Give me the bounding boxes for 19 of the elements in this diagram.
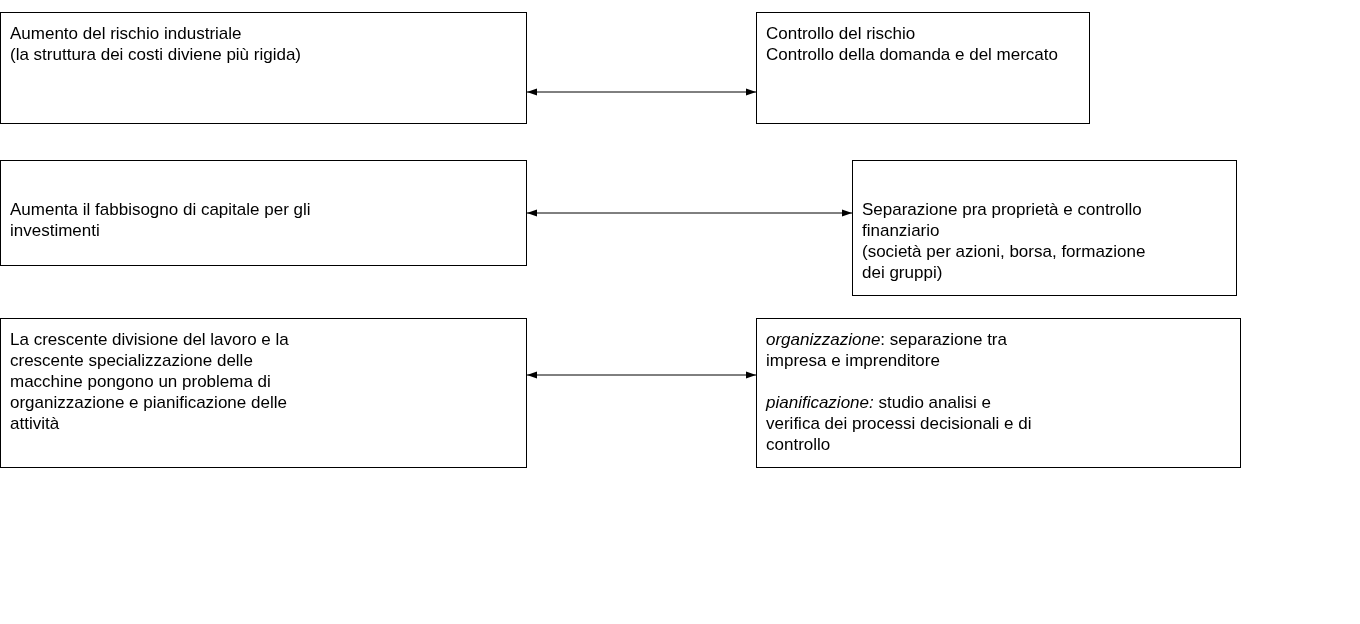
- double-arrow: [526, 209, 853, 217]
- box-text: Controllo del rischio: [766, 23, 917, 44]
- box-text: Aumento del rischio industriale: [10, 23, 243, 44]
- text-box: [0, 160, 527, 266]
- box-text: pianificazione: studio analisi e verifica dei processi decisionali e di controllo: [766, 392, 1033, 455]
- box-text: La crescente divisione del lavoro e la crescente specializzazione delle macchine pongono un problema di organizzazione e pianificazione delle attività: [10, 329, 290, 434]
- double-arrow: [526, 88, 757, 96]
- text-box: [756, 318, 1241, 468]
- text-box: [0, 12, 527, 124]
- double-arrow: [526, 371, 757, 379]
- box-text: Aumenta il fabbisogno di capitale per gli investimenti: [10, 199, 312, 241]
- box-text: (la struttura dei costi diviene più rigida): [10, 44, 303, 65]
- box-text: organizzazione: separazione tra impresa e imprenditore: [766, 329, 1008, 371]
- text-box: [756, 12, 1090, 124]
- box-text: Separazione pra proprietà e controllo finanziario: [862, 199, 1143, 241]
- text-box: [852, 160, 1237, 296]
- box-text: Controllo della domanda e del mercato: [766, 44, 1059, 65]
- text-box: [0, 318, 527, 468]
- box-text: (società per azioni, borsa, formazione dei gruppi): [862, 241, 1147, 283]
